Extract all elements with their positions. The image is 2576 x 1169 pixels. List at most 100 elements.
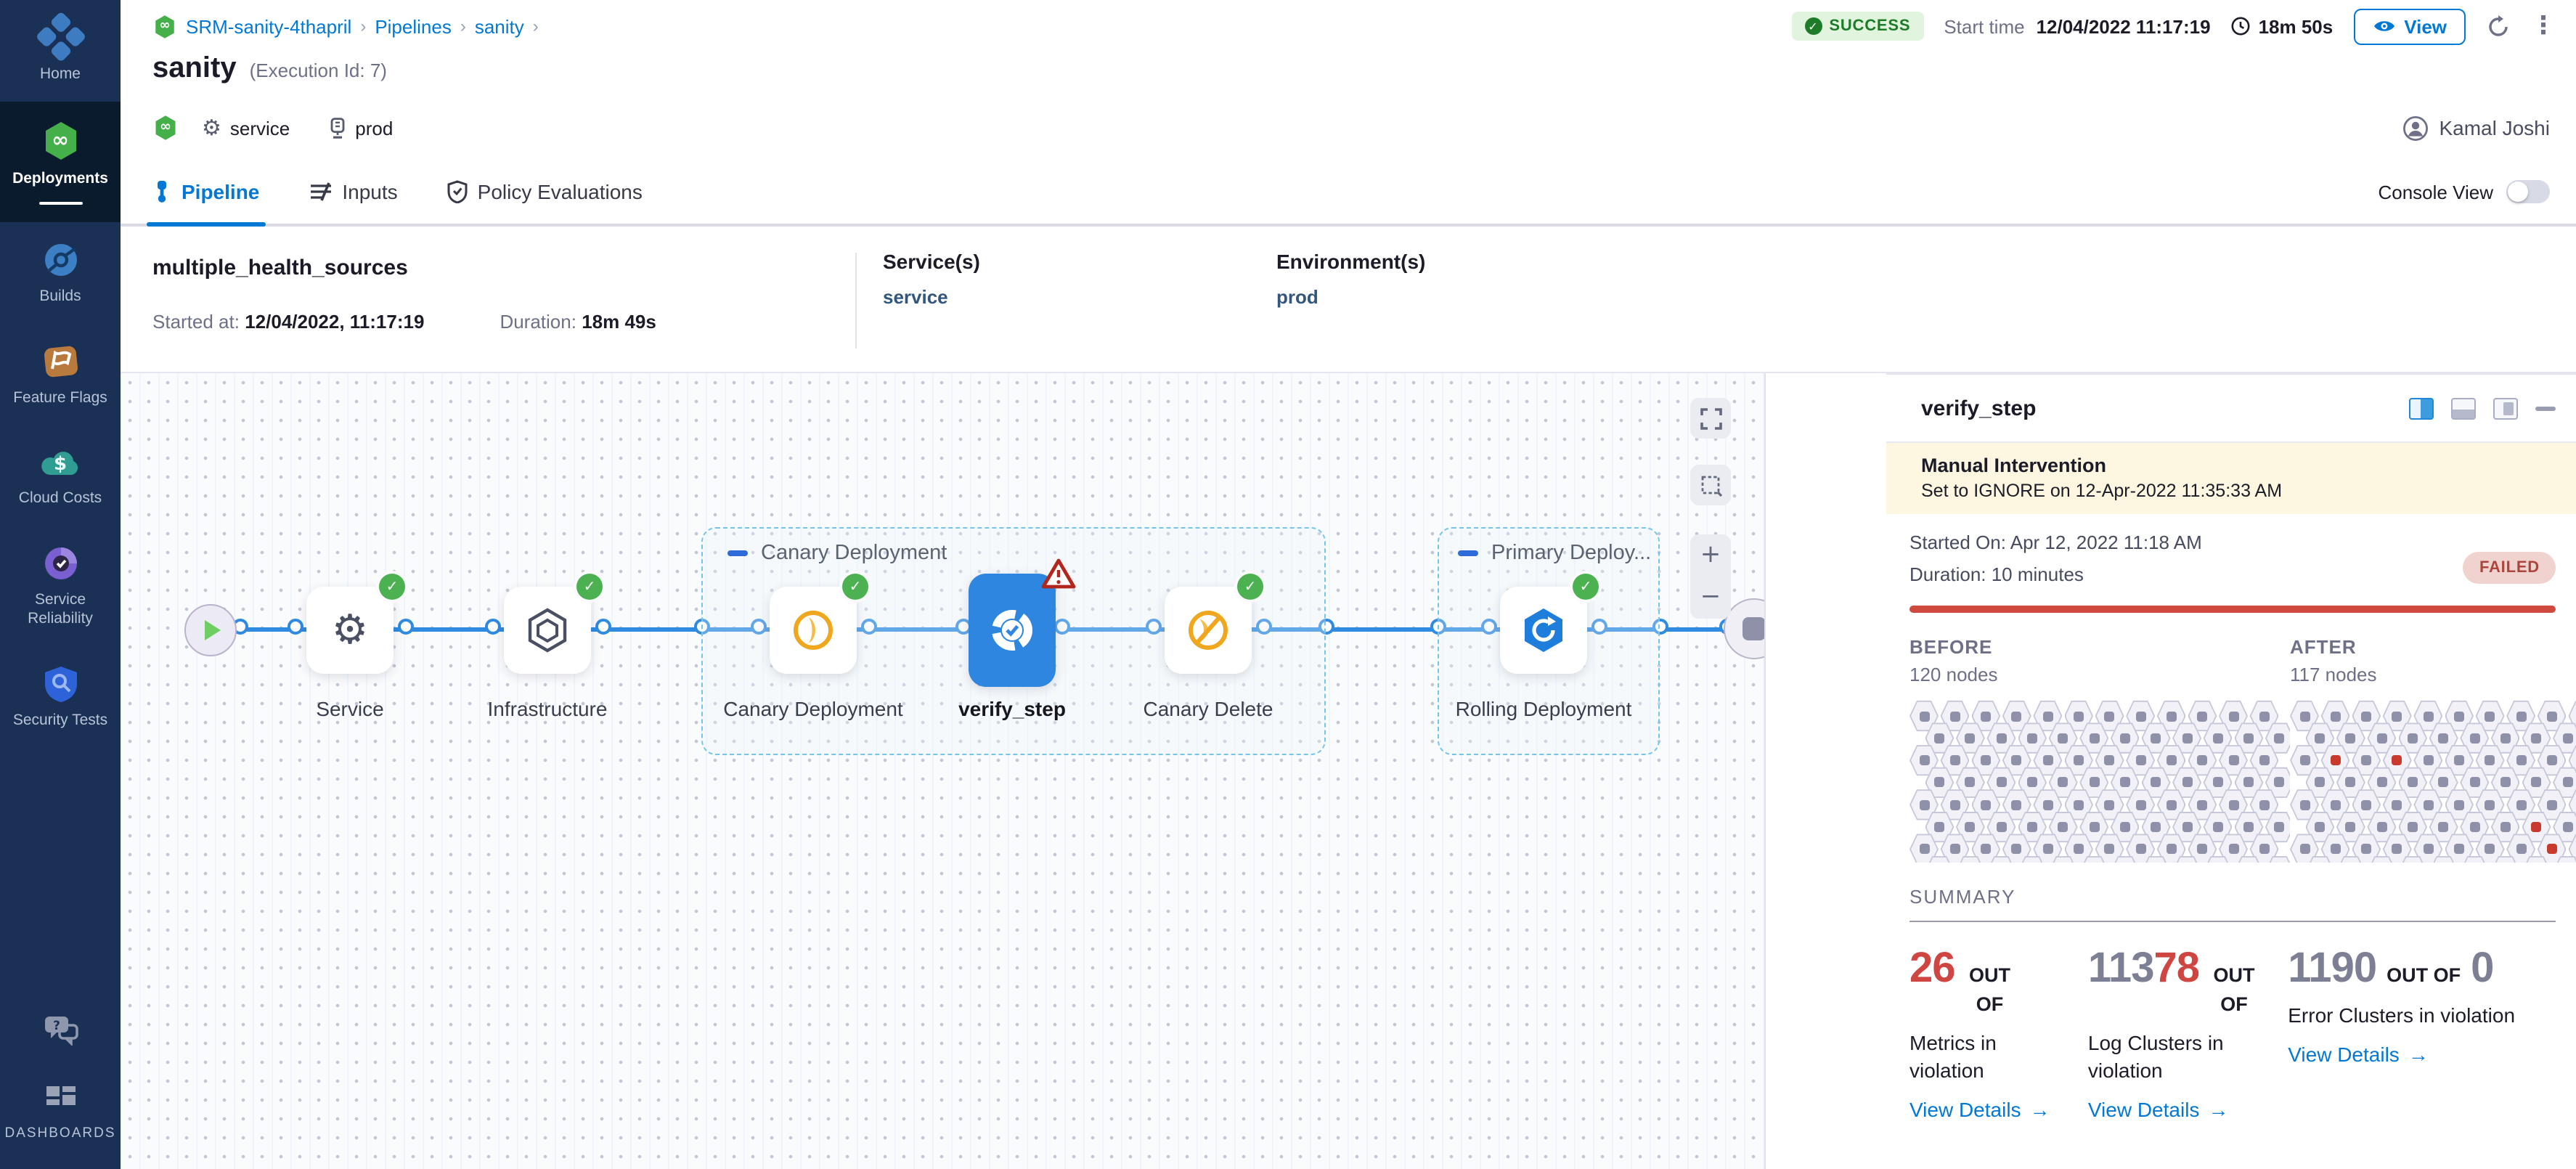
minimize-panel-icon[interactable] [2535, 406, 2556, 410]
sidebar-item-home[interactable]: Home [0, 0, 121, 102]
log-clusters-view-details-link[interactable]: View Details→ [2087, 1097, 2229, 1121]
gear-icon: ⚙ [202, 114, 221, 140]
node-label-canary-delete: Canary Delete [1143, 697, 1273, 720]
divider [855, 253, 857, 349]
layout-right-icon[interactable] [2409, 397, 2434, 419]
success-badge-icon: ✓ [842, 574, 868, 600]
tab-policy-evaluations[interactable]: Policy Evaluations [447, 160, 643, 224]
start-time-label: Start time [1944, 15, 2025, 37]
node-verify-step[interactable] [969, 574, 1056, 687]
log-clusters-total: 113 [2087, 945, 2155, 992]
error-clusters-summary-card: 1190 OUT OF 0 Error Clusters in violatio… [2288, 945, 2516, 1066]
svg-text:?: ? [52, 1019, 60, 1033]
environment-icon [330, 117, 344, 138]
page-title: sanity [152, 52, 237, 84]
failure-progress-bar [1909, 606, 2556, 613]
metrics-summary-card: 26 OUT OF Metrics in violation View Deta… [1909, 945, 2050, 1121]
sidebar-item-security-tests[interactable]: Security Tests [0, 646, 121, 748]
collapse-icon[interactable] [727, 550, 748, 556]
node-canary-delete[interactable] [1165, 587, 1252, 674]
svg-text:$: $ [53, 452, 66, 474]
stage-info-bar: multiple_health_sources Started at: 12/0… [121, 229, 2576, 373]
infrastructure-icon [528, 608, 567, 653]
pipeline-canvas[interactable]: Canary Deployment Primary Deploy... ⚙ ✓ … [121, 373, 1766, 1169]
error-clusters-view-details-link[interactable]: View Details→ [2288, 1042, 2429, 1066]
collapse-icon[interactable] [1458, 550, 1478, 556]
builds-icon [44, 244, 76, 277]
zoom-out-button[interactable]: − [1700, 582, 1721, 611]
layout-floating-icon[interactable] [2493, 397, 2518, 419]
more-options-button[interactable]: ⋮ [2531, 12, 2556, 41]
node-canary-deployment[interactable] [770, 587, 857, 674]
service-chip[interactable]: ⚙ service [202, 114, 290, 140]
environment-chip[interactable]: prod [327, 117, 393, 139]
success-badge-icon: ✓ [1573, 574, 1599, 600]
step-details-panel: verify_step Manual Intervention Set to I… [1886, 373, 2576, 1169]
cloud-costs-icon: $ [41, 451, 78, 475]
before-after-section: BEFORE 120 nodes AFTER 117 nodes [1909, 636, 2576, 863]
canary-icon [794, 611, 833, 650]
environment-link[interactable]: prod [1276, 286, 1318, 308]
service-reliability-icon [44, 547, 76, 579]
zoom-in-button[interactable]: + [1700, 540, 1721, 569]
project-logo-icon: ∞ [152, 14, 177, 38]
node-label-service: Service [316, 697, 384, 720]
sidebar-item-feature-flags[interactable]: Feature Flags [0, 325, 121, 426]
tab-inputs[interactable]: Inputs [309, 160, 398, 224]
node-label-rolling-deployment: Rolling Deployment [1455, 697, 1632, 720]
service-link[interactable]: service [883, 286, 948, 308]
error-clusters-count: 1190 [2288, 945, 2377, 992]
stage-name: multiple_health_sources [152, 256, 408, 280]
banner-title: Manual Intervention [1921, 455, 2107, 476]
console-view-toggle[interactable] [2506, 180, 2550, 203]
warning-badge-icon [1041, 558, 1076, 589]
pipeline-start-node[interactable] [184, 604, 237, 656]
primary-group-label[interactable]: Primary Deploy... [1458, 542, 1651, 565]
breadcrumb-project[interactable]: SRM-sanity-4thapril [186, 15, 352, 37]
execution-meta: ✓ SUCCESS Start time 12/04/2022 11:17:19… [1791, 8, 2556, 44]
user-chip: Kamal Joshi [2402, 115, 2550, 140]
console-view-label: Console View [2378, 181, 2493, 203]
rolling-deployment-icon [1525, 608, 1562, 652]
view-button[interactable]: View [2353, 8, 2466, 44]
panel-layout-controls [2409, 397, 2556, 419]
sidebar-item-service-reliability[interactable]: Service Reliability [0, 525, 121, 646]
title-row: sanity (Execution Id: 7) [152, 52, 387, 99]
node-infrastructure[interactable] [504, 587, 591, 674]
security-tests-icon [44, 666, 76, 702]
step-status-badge: FAILED [2463, 552, 2556, 584]
sidebar-item-dashboards[interactable]: DASHBOARDS [0, 1063, 121, 1169]
status-badge: ✓ SUCCESS [1791, 12, 1924, 41]
node-service[interactable]: ⚙ [306, 587, 394, 674]
node-rolling-deployment[interactable] [1500, 587, 1587, 674]
divider [1909, 921, 2556, 922]
left-nav-sidebar: Home ∞ Deployments Builds Feature Flags [0, 0, 121, 1169]
chat-help-icon: ? [44, 1017, 78, 1046]
tab-pipeline[interactable]: Pipeline [147, 160, 265, 227]
success-badge-icon: ✓ [379, 574, 405, 600]
refresh-button[interactable] [2486, 14, 2511, 38]
sidebar-item-cloud-costs[interactable]: $ Cloud Costs [0, 426, 121, 525]
breadcrumb-pipelines[interactable]: Pipelines [375, 15, 452, 37]
inputs-icon [310, 182, 331, 201]
services-column: Service(s) service [883, 250, 980, 308]
fit-to-screen-button[interactable] [1690, 398, 1731, 439]
breadcrumb-separator: › [460, 16, 466, 36]
active-nav-underline [38, 202, 82, 205]
tab-bar: Pipeline Inputs Policy Evaluations [121, 160, 2576, 227]
metrics-view-details-link[interactable]: View Details→ [1909, 1097, 2050, 1121]
breadcrumb-pipeline-name[interactable]: sanity [474, 15, 524, 37]
policy-shield-icon [447, 180, 468, 203]
success-badge-icon: ✓ [1237, 574, 1263, 600]
gear-icon: ⚙ [331, 606, 369, 653]
canary-group-label[interactable]: Canary Deployment [727, 542, 947, 565]
sidebar-item-deployments[interactable]: ∞ Deployments [0, 102, 121, 223]
panel-title: verify_step [1921, 396, 2037, 420]
marquee-select-button[interactable] [1690, 465, 1731, 505]
play-icon [205, 620, 221, 640]
layout-bottom-icon[interactable] [2451, 397, 2476, 419]
summary-heading: SUMMARY [1909, 886, 2016, 908]
sidebar-item-builds[interactable]: Builds [0, 223, 121, 325]
step-duration: Duration: 10 minutes [1909, 563, 2084, 585]
sidebar-item-help-chat[interactable]: ? [0, 995, 121, 1063]
